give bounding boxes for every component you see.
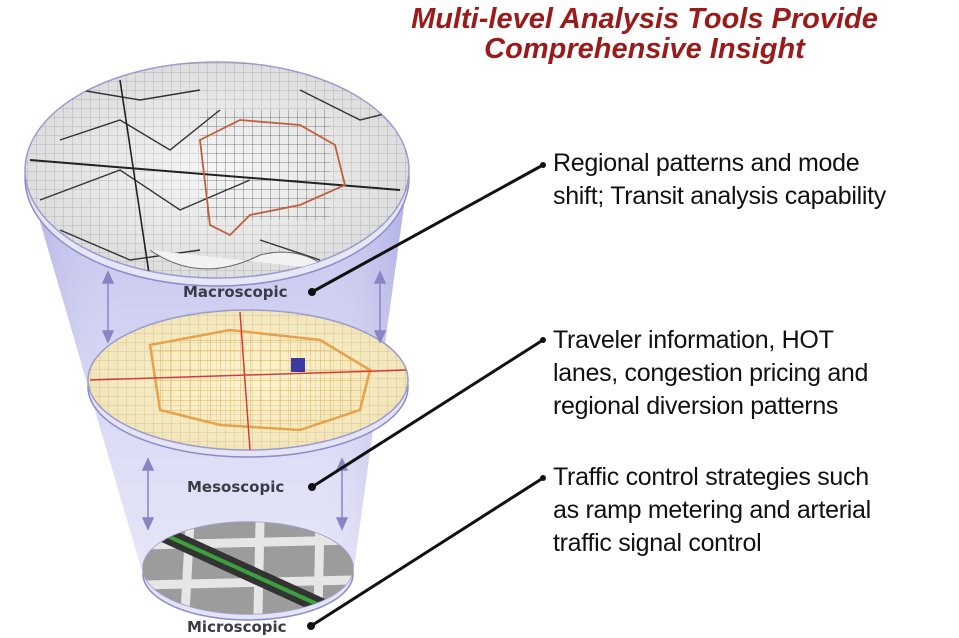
title-line-2: Comprehensive Insight <box>484 33 805 65</box>
level-arrows <box>101 270 387 531</box>
description-line: as ramp metering and arterial <box>553 496 871 524</box>
description-line: traffic signal control <box>553 529 762 557</box>
microscopic-description: Traffic control strategies such as ramp … <box>553 461 871 560</box>
level-label-macroscopic: Macroscopic <box>183 283 288 301</box>
description-line: shift; Transit analysis capability <box>553 182 887 210</box>
mesoscopic-description: Traveler information, HOT lanes, congest… <box>553 324 868 423</box>
macroscopic-map-disc <box>24 61 410 287</box>
description-line: lanes, congestion pricing and <box>553 359 869 387</box>
macroscopic-description: Regional patterns and mode shift; Transi… <box>553 147 886 213</box>
title-line-1: Multi-level Analysis Tools Provide <box>411 3 878 35</box>
microscopic-map-disc <box>142 521 354 621</box>
description-line: Regional patterns and mode <box>553 149 860 177</box>
leader-lines <box>307 162 546 630</box>
description-line: Traffic control strategies such <box>553 463 869 491</box>
description-line: regional diversion patterns <box>553 392 839 420</box>
level-label-microscopic: Microscopic <box>187 618 287 636</box>
slide-title: Multi-level Analysis Tools Provide Compr… <box>330 4 959 64</box>
description-line: Traveler information, HOT <box>553 326 834 354</box>
mesoscopic-map-disc <box>87 309 409 458</box>
level-label-mesoscopic: Mesoscopic <box>187 478 285 496</box>
